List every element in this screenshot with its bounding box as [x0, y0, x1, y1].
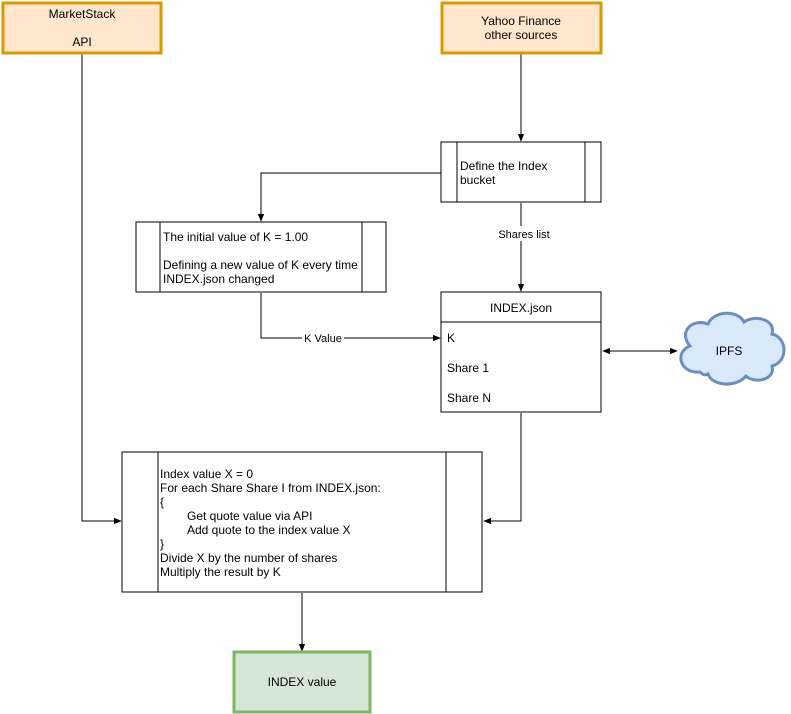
calc-line-7: Divide X by the number of shares — [160, 551, 337, 565]
calc-line-3: { — [160, 495, 164, 509]
yahoo-subtitle: other sources — [485, 28, 558, 42]
calc-line-1: Index value X = 0 — [160, 467, 253, 481]
k-init-line2: Defining a new value of K every time — [163, 258, 358, 272]
calc-node: Index value X = 0 For each Share Share I… — [121, 451, 483, 593]
calc-line-5: Add quote to the index value X — [187, 523, 350, 537]
edge-marketstack-to-calc — [81, 53, 122, 525]
index-value-label: INDEX value — [268, 675, 337, 689]
marketstack-node: MarketStack API — [1, 1, 163, 55]
index-json-node: INDEX.json K Share 1 Share N — [440, 291, 602, 413]
edge-labels: Shares list K Value — [302, 226, 552, 345]
marketstack-subtitle: API — [72, 35, 91, 49]
k-init-line1: The initial value of K = 1.00 — [163, 230, 308, 244]
k-value-label: K Value — [304, 333, 342, 345]
calc-line-8: Multiply the result by K — [160, 565, 281, 579]
ipfs-node: IPFS — [679, 311, 786, 386]
cloud-icon — [679, 311, 786, 386]
index-value-node: INDEX value — [232, 650, 372, 714]
yahoo-node: Yahoo Finance other sources — [440, 1, 603, 55]
edge-define-bucket-to-k-init — [257, 172, 441, 222]
edges — [81, 53, 678, 652]
marketstack-title: MarketStack — [49, 7, 117, 21]
index-json-title: INDEX.json — [490, 301, 552, 315]
define-bucket-line1: Define the Index — [460, 159, 547, 173]
index-json-row-k: K — [447, 331, 455, 345]
index-json-row-share-n: Share N — [447, 391, 491, 405]
k-init-line3: INDEX.json changed — [163, 272, 274, 286]
k-init-node: The initial value of K = 1.00 Defining a… — [135, 221, 387, 293]
calc-line-2: For each Share Share I from INDEX.json: — [160, 481, 381, 495]
calc-line-6: } — [160, 537, 164, 551]
ipfs-label: IPFS — [716, 344, 743, 358]
index-json-row-share-1: Share 1 — [447, 361, 489, 375]
edge-k-init-to-index-json — [260, 293, 441, 342]
define-bucket-node: Define the Index bucket — [440, 141, 602, 203]
shares-list-label: Shares list — [498, 229, 549, 241]
edge-index-json-to-calc — [483, 413, 522, 525]
yahoo-title: Yahoo Finance — [481, 14, 561, 28]
define-bucket-line2: bucket — [460, 173, 496, 187]
calc-line-4: Get quote value via API — [187, 509, 312, 523]
